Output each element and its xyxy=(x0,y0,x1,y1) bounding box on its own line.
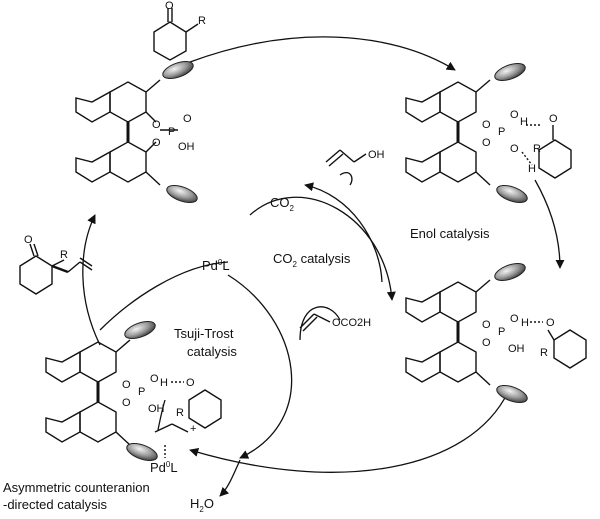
aryl-group-blob xyxy=(494,262,526,282)
hydrogen-label: H xyxy=(528,163,536,175)
arrow-co2-inner xyxy=(304,182,383,283)
aryl-group-blob xyxy=(124,320,156,340)
arrow-co2-outer xyxy=(249,196,396,301)
aryl-group-blob xyxy=(166,184,198,204)
arrow-water-out xyxy=(219,459,241,497)
counteranion-pd-allyl-complex xyxy=(45,339,222,458)
enol-o-label: O xyxy=(186,377,195,389)
hydrogen-label: H xyxy=(160,377,168,389)
phosphate-o-label: O xyxy=(183,113,192,125)
tsuji-trost-label-line2: catalysis xyxy=(187,344,237,359)
aryl-group-blob xyxy=(496,184,528,204)
ketone-o-label: O xyxy=(165,0,174,12)
phosphate-oh-label: OH xyxy=(148,403,165,415)
phosphate-o-label: O xyxy=(510,109,519,121)
arrow-tsuji-loop xyxy=(227,274,293,459)
arrow-carbonate-loop xyxy=(299,306,341,341)
arrow-pd-release xyxy=(99,261,229,331)
hydrogen-label: H xyxy=(521,317,529,329)
phosphate-o-label: O xyxy=(482,319,491,331)
arrow-enol-down xyxy=(534,179,565,269)
phosphate-o-label: O xyxy=(510,143,519,155)
cyclohexanone-substrate xyxy=(153,8,199,61)
allyl-alcohol xyxy=(325,149,367,167)
ketone-r-label: R xyxy=(198,15,206,27)
phosphate-o-label: O xyxy=(510,313,519,325)
phosphate-o-label: O xyxy=(122,397,131,409)
phosphorus-label: P xyxy=(498,326,505,338)
enol-catalyst-enol-complex xyxy=(405,279,587,386)
acdc-label-line1: Asymmetric counteranion xyxy=(3,480,150,495)
aryl-group-blob xyxy=(494,62,526,82)
arrow-pd-to-complex xyxy=(157,399,166,431)
enol-catalyst-ketone-complex xyxy=(405,79,572,186)
r-group-label: R xyxy=(533,143,541,155)
phosphate-o-label: O xyxy=(482,337,491,349)
phosphate-oh-label: OH xyxy=(508,343,525,355)
arrow-left-up xyxy=(82,214,101,346)
co2-label: CO2 xyxy=(270,195,295,213)
aryl-group-blob xyxy=(496,384,528,404)
phosphate-o-label: O xyxy=(152,119,161,131)
r-group-label: R xyxy=(176,407,184,419)
cycle-arrows xyxy=(82,36,565,497)
phosphate-o-label: O xyxy=(122,379,131,391)
phosphate-o-label: O xyxy=(152,137,161,149)
phosphate-o-label: O xyxy=(482,119,491,131)
phosphorus-label: P xyxy=(138,386,145,398)
allyl-carbonate xyxy=(299,313,331,332)
enol-o-label: O xyxy=(546,317,555,329)
phosphorus-label: P xyxy=(168,126,175,138)
allyl-carbonate-label: OCO2H xyxy=(332,317,371,329)
tsuji-trost-label-line1: Tsuji-Trost xyxy=(174,326,234,341)
co2-catalysis-label: CO2 catalysis xyxy=(273,251,351,269)
r-group-label: R xyxy=(540,347,548,359)
acdc-label-line2: -directed catalysis xyxy=(3,497,108,512)
phosphate-oh-label: OH xyxy=(178,141,195,153)
product-r-label: R xyxy=(60,249,68,261)
allyl-alcohol-oh: OH xyxy=(368,149,385,161)
arrow-allylalcohol-in xyxy=(339,171,353,186)
allyl-cation-charge: + xyxy=(190,423,196,435)
phosphorus-label: P xyxy=(498,126,505,138)
arrow-ketone-to-enol xyxy=(189,36,456,71)
phosphoric-acid-catalyst xyxy=(75,79,178,186)
arrow-bottom-return xyxy=(189,391,509,473)
aryl-group-blob xyxy=(126,442,158,462)
ketone-o-label: O xyxy=(549,113,558,125)
product-o-label: O xyxy=(24,234,33,246)
phosphate-o-label: O xyxy=(150,373,159,385)
aryl-group-blob xyxy=(162,60,194,80)
alpha-allyl-ketone-product xyxy=(19,243,93,295)
pd0l-complex-label: Pd0L xyxy=(150,460,178,475)
enol-catalysis-label: Enol catalysis xyxy=(410,226,490,241)
water-label: H2O xyxy=(190,496,214,514)
pd0l-label: Pd0L xyxy=(202,258,230,273)
hydrogen-label: H xyxy=(520,116,528,128)
phosphate-o-label: O xyxy=(482,137,491,149)
